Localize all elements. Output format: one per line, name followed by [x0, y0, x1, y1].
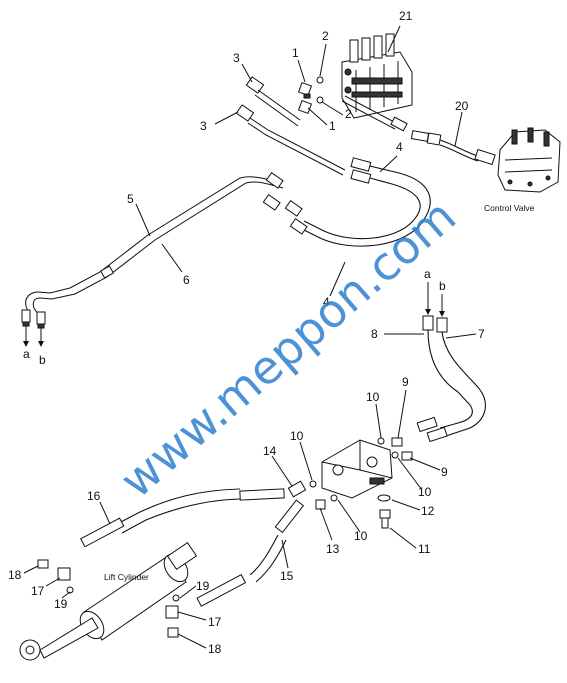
- o-ring-12: [377, 494, 391, 502]
- callout-b-right: b: [439, 279, 446, 293]
- elbow-14: [287, 480, 307, 498]
- fitting-1-lower: [297, 99, 313, 115]
- elbow-3-upper: [245, 76, 301, 127]
- callout-10-bottom: 10: [354, 529, 368, 543]
- callout-9-upper: 9: [402, 375, 409, 389]
- elbow-3-lower: [235, 104, 346, 176]
- callout-labels: 21 1 2 3 1 2 3 20 4 5 6 4 a b a b 8 7 10…: [8, 9, 485, 656]
- callout-3-lower: 3: [200, 119, 207, 133]
- callout-19-left: 19: [54, 597, 68, 611]
- callout-15: 15: [280, 569, 294, 583]
- watermark-text: www.meppon.com: [110, 189, 466, 509]
- callout-b-left: b: [39, 353, 46, 367]
- callout-3-upper: 3: [233, 51, 240, 65]
- fitting-13: [315, 499, 326, 510]
- plug-18-left: [37, 559, 49, 569]
- callout-12: 12: [421, 504, 435, 518]
- tube-5-and-6: [25, 176, 284, 315]
- o-ring-2-upper: [316, 76, 324, 84]
- callout-2-lower: 2: [345, 107, 352, 121]
- callout-10-right: 10: [418, 485, 432, 499]
- fitting-b-left: [36, 311, 46, 329]
- hose-7-and-8: [416, 315, 486, 443]
- arrowhead-a-right: [425, 309, 431, 315]
- callout-7: 7: [478, 327, 485, 341]
- callout-18-left: 18: [8, 568, 22, 582]
- callout-2-upper: 2: [322, 29, 329, 43]
- o-ring-10-top: [377, 437, 385, 445]
- arrowhead-b-left: [38, 341, 44, 347]
- arrowhead-a-left: [23, 341, 29, 347]
- callout-8: 8: [371, 327, 378, 341]
- control-valve-assembly: [497, 127, 561, 193]
- fitting-9-lower: [401, 451, 413, 461]
- callout-20: 20: [455, 99, 469, 113]
- hose-16: [80, 488, 285, 548]
- fitting-a-left: [21, 309, 31, 327]
- callout-a-left: a: [23, 347, 30, 361]
- callout-4-upper: 4: [396, 140, 403, 154]
- elbow-17-right: [165, 605, 179, 619]
- callout-14: 14: [263, 444, 277, 458]
- callout-a-right: a: [424, 267, 431, 281]
- caption-lift-cylinder: Lift Cylinder: [104, 572, 149, 582]
- main-control-valve: [341, 33, 413, 119]
- fitting-9-upper: [391, 437, 403, 447]
- valve-spool-rod: [341, 95, 408, 132]
- plug-11: [379, 509, 391, 529]
- hose-4: [262, 157, 431, 247]
- callout-1-upper: 1: [292, 46, 299, 60]
- callout-9-lower: 9: [441, 465, 448, 479]
- callout-18-right: 18: [208, 642, 222, 656]
- o-ring-2-lower: [316, 96, 324, 104]
- callout-11: 11: [418, 542, 431, 556]
- callout-10-left: 10: [290, 429, 304, 443]
- o-ring-19-right: [172, 594, 180, 602]
- callout-17-right: 17: [208, 615, 222, 629]
- callout-13: 13: [326, 542, 340, 556]
- hose-15: [196, 499, 305, 607]
- callout-16: 16: [87, 489, 101, 503]
- o-ring-10-right: [391, 451, 399, 459]
- middle-valve-block: [321, 439, 393, 499]
- fitting-1-upper: [297, 81, 313, 99]
- arrowhead-b-right: [439, 311, 445, 317]
- o-ring-10-bottom: [330, 494, 338, 502]
- callout-6: 6: [183, 273, 190, 287]
- callout-19-right: 19: [196, 579, 210, 593]
- callout-4-lower: 4: [323, 295, 330, 309]
- caption-control-valve: Control Valve: [484, 203, 535, 213]
- callout-17-left: 17: [31, 584, 45, 598]
- callout-1-lower: 1: [329, 119, 336, 133]
- leader-lines: [23, 25, 477, 649]
- hose-20: [410, 130, 496, 166]
- o-ring-10-left: [309, 480, 317, 488]
- o-ring-19-left: [66, 586, 74, 594]
- elbow-17-left: [57, 567, 71, 581]
- callout-10-top: 10: [366, 390, 380, 404]
- callout-5: 5: [127, 192, 134, 206]
- lift-cylinder: [19, 541, 198, 661]
- plug-18-right: [167, 627, 179, 638]
- callout-21: 21: [399, 9, 413, 23]
